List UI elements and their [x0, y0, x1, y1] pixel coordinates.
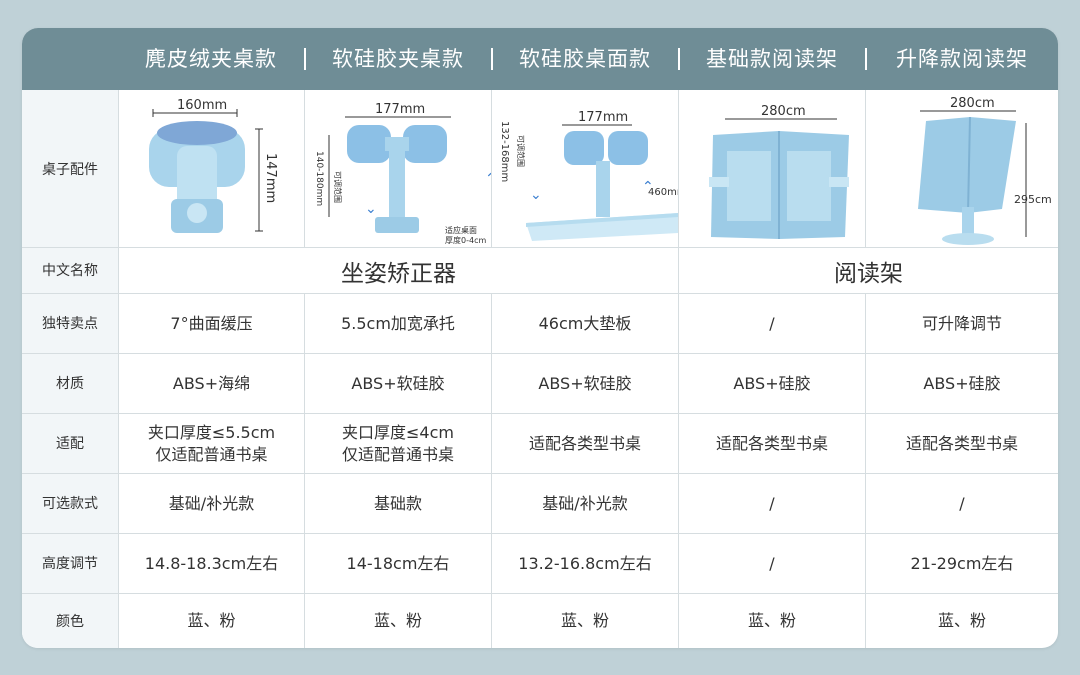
options-cell: 基础款 — [373, 493, 422, 513]
color-cell: 蓝、粉 — [373, 611, 422, 631]
dimension-width-label: 177mm — [375, 102, 425, 117]
row-divider — [22, 473, 1058, 474]
height-cell: 21-29cm左右 — [910, 553, 1014, 573]
fit-cell: 适配各类型书桌 — [528, 433, 641, 453]
fit-note-label: 适应桌面 — [445, 225, 477, 235]
fit-cell: 适配各类型书桌 — [715, 433, 828, 453]
dimension-height-label: 147mm — [263, 153, 278, 203]
product-image-2: 177mm 140-180mm 可调范围 ⌄ ⌃ 适应桌面 厚度0-4cm 80… — [305, 91, 491, 247]
column-divider — [118, 90, 119, 648]
column-header-3: 软硅胶桌面款 — [519, 47, 651, 71]
arrow-up-icon: ⌃ — [642, 179, 654, 195]
material-cell: ABS+硅胶 — [733, 373, 811, 393]
header-separator — [678, 48, 680, 70]
chinese-name-group-2: 阅读架 — [834, 260, 903, 287]
material-cell: ABS+海绵 — [172, 373, 251, 393]
dimension-height-label: 295cm — [1014, 193, 1052, 206]
product-image-3: 177mm 132-168mm 可调范围 ⌄ ⌃ 460mm — [492, 91, 678, 247]
column-header-5: 升降款阅读架 — [896, 47, 1028, 71]
dimension-width-label: 177mm — [578, 110, 628, 125]
dimension-width-label: 280cm — [950, 96, 995, 111]
row-divider — [22, 247, 1058, 248]
selling-point-cell: 7°曲面缓压 — [170, 313, 253, 333]
range-note-label: 可调范围 — [516, 135, 526, 167]
row-label-height: 高度调节 — [42, 556, 98, 572]
product-image-4: 280cm — [679, 91, 865, 247]
row-divider — [22, 353, 1058, 354]
fit-cell: 适配各类型书桌 — [905, 433, 1018, 453]
row-divider — [22, 293, 1058, 294]
material-cell: ABS+硅胶 — [923, 373, 1001, 393]
row-label-fit: 适配 — [56, 436, 84, 452]
height-cell: 13.2-16.8cm左右 — [518, 553, 652, 573]
row-label-selling-point: 独特卖点 — [42, 316, 98, 332]
options-cell: 基础/补光款 — [168, 493, 255, 513]
row-label-accessory: 桌子配件 — [42, 161, 98, 178]
color-cell: 蓝、粉 — [560, 611, 609, 631]
dimension-plate-label: 460mm — [648, 187, 678, 198]
arrow-down-icon: ⌄ — [365, 201, 377, 217]
column-divider — [865, 293, 866, 648]
height-cell: 14-18cm左右 — [346, 553, 450, 573]
height-cell: 14.8-18.3cm左右 — [144, 553, 279, 573]
options-cell: / — [769, 493, 775, 513]
label-column-background — [22, 90, 118, 648]
header-row: 麂皮绒夹桌款 软硅胶夹桌款 软硅胶桌面款 基础款阅读架 升降款阅读架 — [22, 28, 1058, 90]
color-cell: 蓝、粉 — [187, 611, 236, 631]
material-cell: ABS+软硅胶 — [351, 373, 445, 393]
chinese-name-group-1: 坐姿矫正器 — [341, 260, 456, 287]
height-cell: / — [769, 553, 775, 573]
dimension-width-label: 160mm — [177, 98, 227, 113]
column-header-4: 基础款阅读架 — [706, 47, 838, 71]
fit-line: 夹口厚度≤4cm — [342, 422, 454, 442]
selling-point-cell: 5.5cm加宽承托 — [341, 313, 455, 333]
dimension-range-label: 132-168mm — [499, 121, 510, 182]
selling-point-cell: / — [769, 313, 775, 333]
column-divider — [304, 293, 305, 648]
fit-line: 夹口厚度≤5.5cm — [147, 422, 276, 442]
selling-point-cell: 可升降调节 — [921, 313, 1002, 333]
color-cell: 蓝、粉 — [747, 611, 796, 631]
row-divider — [22, 593, 1058, 594]
row-label-color: 颜色 — [56, 613, 84, 630]
column-divider — [304, 90, 305, 247]
row-label-options: 可选款式 — [42, 496, 98, 512]
row-label-chinese-name: 中文名称 — [42, 263, 98, 279]
column-header-1: 麂皮绒夹桌款 — [145, 47, 277, 71]
options-cell: 基础/补光款 — [542, 493, 628, 513]
fit-line: 仅适配普通书桌 — [341, 444, 454, 464]
product-image-5: 280cm 295cm 125cm — [866, 91, 1058, 247]
arrow-up-icon: ⌃ — [485, 171, 491, 187]
fit-line: 仅适配普通书桌 — [155, 444, 268, 464]
column-divider — [865, 90, 866, 247]
column-divider — [678, 90, 679, 648]
arrow-down-icon: ⌄ — [530, 187, 542, 203]
dimension-width-label: 280cm — [761, 104, 806, 119]
fit-cell: 夹口厚度≤5.5cm 仅适配普通书桌 — [119, 414, 304, 473]
row-divider — [22, 413, 1058, 414]
header-separator — [865, 48, 867, 70]
options-cell: / — [959, 493, 965, 513]
fit-note-label: 厚度0-4cm — [445, 235, 486, 245]
column-divider — [491, 90, 492, 247]
material-cell: ABS+软硅胶 — [538, 373, 632, 393]
color-cell: 蓝、粉 — [937, 611, 986, 631]
row-divider — [22, 533, 1058, 534]
header-separator — [304, 48, 306, 70]
fit-cell: 夹口厚度≤4cm 仅适配普通书桌 — [305, 414, 491, 473]
selling-point-cell: 46cm大垫板 — [538, 313, 632, 333]
header-separator — [491, 48, 493, 70]
dimension-range-label: 140-180mm — [314, 151, 324, 206]
column-header-2: 软硅胶夹桌款 — [332, 47, 464, 71]
product-image-1: 160mm 147mm — [119, 91, 304, 247]
comparison-card: 麂皮绒夹桌款 软硅胶夹桌款 软硅胶桌面款 基础款阅读架 升降款阅读架 桌子配件 … — [22, 28, 1058, 648]
range-note-label: 可调范围 — [333, 171, 343, 203]
row-label-material: 材质 — [56, 376, 84, 392]
column-divider — [491, 293, 492, 648]
